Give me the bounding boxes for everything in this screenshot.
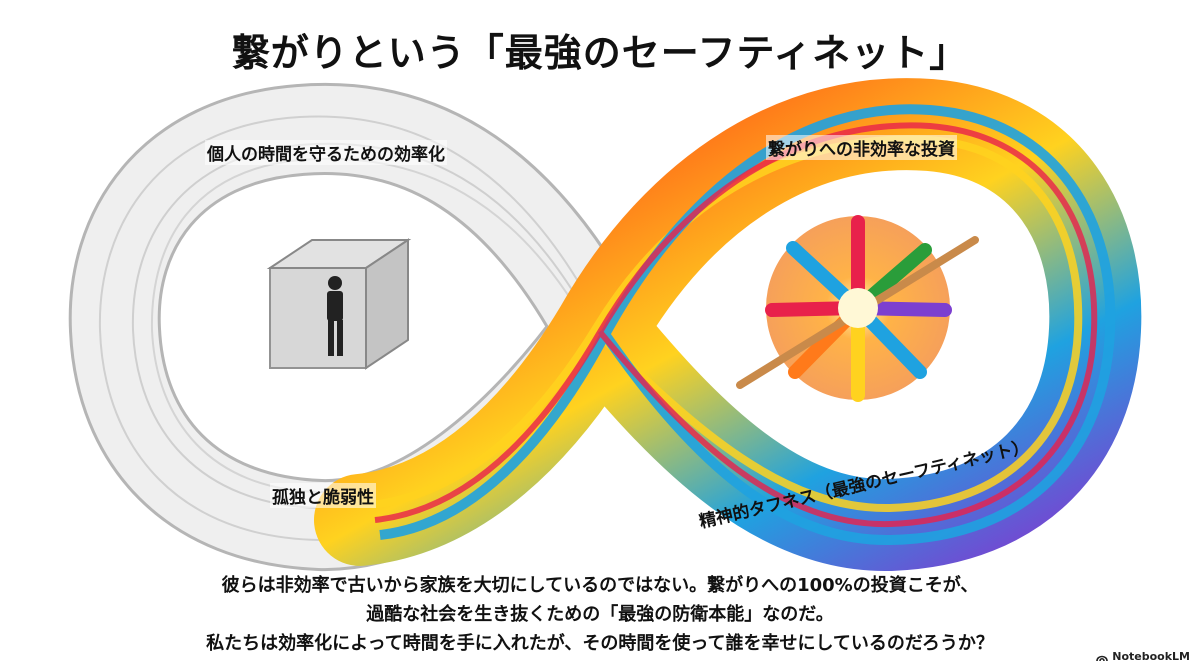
label-efficiency: 個人の時間を守るための効率化	[205, 140, 447, 165]
isolation-cube	[266, 238, 412, 370]
body-line-1: 彼らは非効率で古いから家族を大切にしているのではない。繋がりへの100%の投資こ…	[221, 575, 979, 596]
label-isolation: 孤独と脆弱性	[270, 483, 376, 508]
page-title: 繋がりという「最強のセーフティネット」	[231, 31, 969, 75]
body-line-2: 過酷な社会を生き抜くための「最強の防衛本能」なのだ。	[366, 604, 834, 625]
hands-circle-icon	[736, 215, 979, 402]
body-line-3: 私たちは効率化によって時間を手に入れたが、その時間を使って誰を幸せにしているのだ…	[206, 633, 994, 654]
label-investment: 繋がりへの非効率な投資	[766, 135, 957, 160]
notebooklm-logo-icon	[1096, 655, 1109, 661]
brand-name: NotebookLM	[1112, 650, 1190, 663]
brand-watermark: NotebookLM	[1096, 650, 1190, 663]
person-silhouette-icon	[327, 276, 343, 356]
rainbow-loop	[314, 78, 1142, 572]
